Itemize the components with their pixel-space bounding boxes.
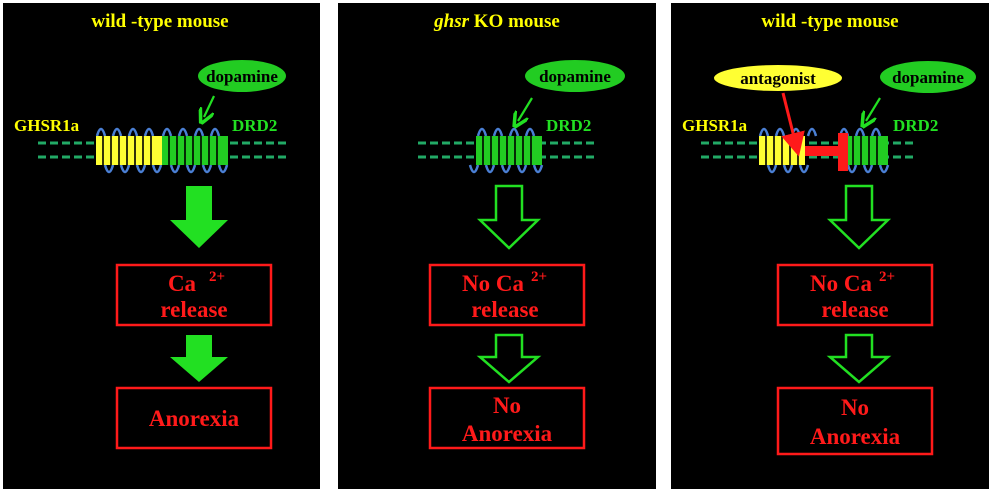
calcium-release-box: [115, 263, 273, 327]
drd2-label: DRD2: [546, 116, 591, 135]
dopamine-binding-arrow: [204, 95, 215, 117]
no-label: No: [493, 393, 521, 418]
panel-title: wild -type mouse: [761, 11, 898, 32]
drd2-label: DRD2: [893, 116, 938, 135]
calcium-label: Ca: [168, 271, 197, 296]
anorexia-label: Anorexia: [462, 421, 553, 446]
dopamine-label: dopamine: [539, 67, 611, 86]
signal-arrow-solid: [170, 335, 228, 382]
release-label: release: [821, 297, 888, 322]
no-anorexia-box: [428, 386, 586, 450]
panel-wild-type: wild -type mouse GHSR1a DRD2 dopamine: [3, 3, 320, 489]
calcium-superscript: 2+: [209, 269, 225, 285]
signal-arrow-outline: [476, 333, 542, 384]
no-calcium-release-box: [776, 263, 934, 327]
signal-arrow-outline: [826, 333, 892, 384]
dopamine-binding-arrow: [518, 97, 533, 121]
antagonist-block: [805, 133, 848, 171]
anorexia-label: Anorexia: [810, 424, 901, 449]
antagonist-oval: [714, 65, 842, 91]
release-label: release: [160, 297, 227, 322]
release-label: release: [471, 297, 538, 322]
signal-arrow-outline: [476, 184, 542, 250]
dopamine-label: dopamine: [892, 68, 964, 87]
drd2-receptor: [161, 127, 229, 174]
anorexia-box: [115, 386, 273, 450]
no-calcium-label: No Ca: [810, 271, 872, 296]
ghsr1a-label: GHSR1a: [14, 116, 80, 135]
dopamine-oval: [198, 60, 286, 92]
panel-wild-type-antagonist: wild -type mouse GHSR1a DRD2 antagonist: [671, 3, 989, 489]
signal-arrow-outline: [826, 184, 892, 250]
calcium-superscript: 2+: [879, 269, 895, 285]
no-label: No: [841, 395, 869, 420]
panel-title: wild -type mouse: [91, 11, 228, 32]
no-anorexia-box: [776, 386, 934, 456]
no-calcium-label: No Ca: [462, 271, 524, 296]
ghsr1a-receptor: [95, 127, 163, 174]
drd2-receptor: [468, 127, 544, 174]
anorexia-label: Anorexia: [149, 406, 240, 431]
dopamine-binding-arrow: [866, 97, 881, 121]
dopamine-label: dopamine: [206, 67, 278, 86]
dopamine-oval: [880, 61, 976, 93]
antagonist-arrow: [781, 92, 805, 157]
calcium-superscript: 2+: [531, 269, 547, 285]
dopamine-oval: [525, 60, 625, 92]
ghsr1a-label: GHSR1a: [682, 116, 748, 135]
antagonist-label: antagonist: [740, 69, 816, 88]
signal-arrow-solid: [170, 186, 228, 248]
drd2-label: DRD2: [232, 116, 277, 135]
panel-title: ghsr KO mouse: [433, 11, 560, 32]
no-calcium-release-box: [428, 263, 586, 327]
panel-ghsr-ko: ghsr KO mouse DRD2 dopamine No Ca 2+ rel…: [338, 3, 656, 489]
